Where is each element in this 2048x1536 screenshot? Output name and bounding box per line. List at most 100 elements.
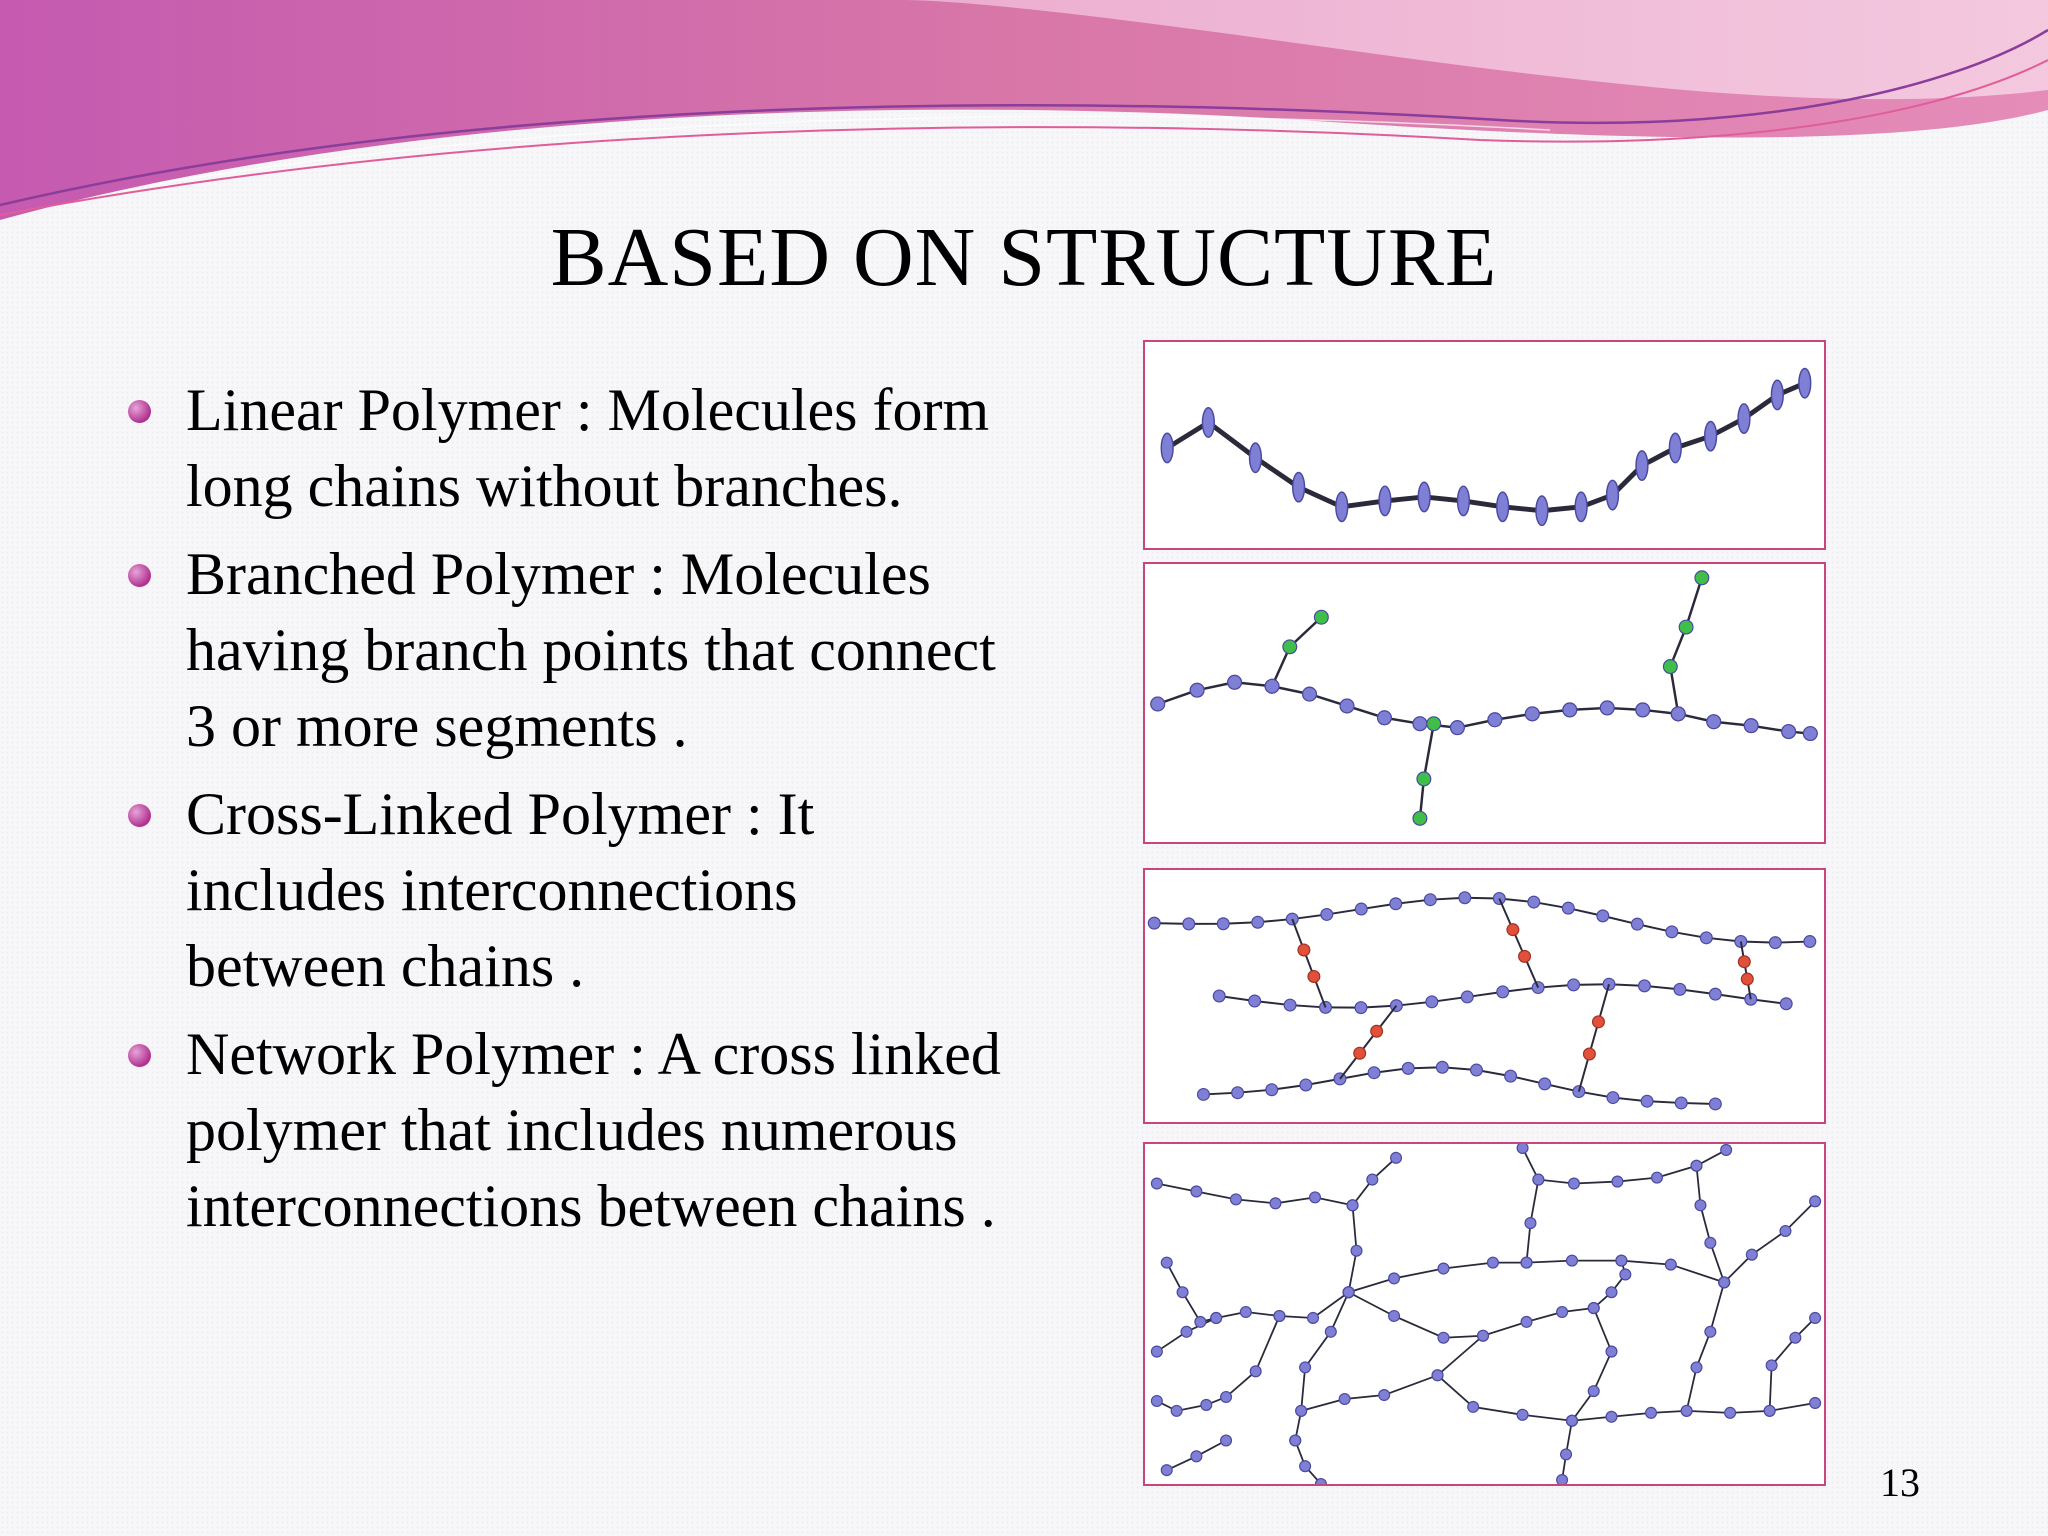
monomer-bead xyxy=(1737,403,1751,434)
monomer-bead xyxy=(1376,710,1392,726)
slide-title: BASED ON STRUCTURE xyxy=(550,211,1498,304)
crosslink-bond xyxy=(1498,898,1540,988)
monomer-bead xyxy=(1417,481,1431,513)
monomer-bead xyxy=(1147,916,1161,930)
monomer-bead xyxy=(1194,1315,1207,1328)
monomer-bead xyxy=(1476,1329,1490,1342)
monomer-bead xyxy=(1635,702,1651,718)
monomer-bead xyxy=(1567,1177,1580,1190)
monomer-bead xyxy=(1295,1404,1308,1417)
monomer-bead xyxy=(1664,1258,1677,1271)
monomer-bead xyxy=(1378,485,1392,517)
monomer-bead xyxy=(1718,1276,1731,1289)
monomer-bead xyxy=(1524,1217,1537,1230)
monomer-bead xyxy=(1560,1448,1573,1461)
page-number: 13 xyxy=(1880,1460,1920,1505)
bond-line xyxy=(1436,1374,1816,1422)
crosslink-bead xyxy=(1591,1015,1605,1029)
monomer-bead xyxy=(1572,1085,1586,1099)
monomer-bead xyxy=(1789,1331,1802,1344)
monomer-bead xyxy=(1561,901,1575,915)
crosslink-bond xyxy=(1577,983,1610,1092)
monomer-bead xyxy=(1587,1302,1600,1315)
monomer-bead xyxy=(1320,907,1334,921)
monomer-bead xyxy=(1367,1066,1381,1080)
monomer-bead xyxy=(1487,712,1503,728)
monomer-bead xyxy=(1724,1406,1737,1419)
monomer-bead xyxy=(1338,1392,1351,1406)
monomer-bead xyxy=(1269,1197,1282,1210)
bond-line xyxy=(1203,1066,1716,1105)
monomer-bead xyxy=(1416,771,1432,787)
monomer-bead xyxy=(1802,726,1818,742)
bullet-text: Linear Polymer : Molecules form long cha… xyxy=(186,377,990,519)
monomer-bead xyxy=(1809,1311,1822,1324)
bond-line xyxy=(1768,1317,1816,1411)
monomer-bead xyxy=(1378,1389,1391,1402)
monomer-bead xyxy=(1467,1400,1480,1413)
linear-polymer-svg xyxy=(1160,367,1812,527)
bullet-text: Cross-Linked Polymer : It includes inter… xyxy=(186,781,815,999)
bond-line xyxy=(1418,723,1435,819)
monomer-bead xyxy=(1770,379,1784,411)
monomer-bead xyxy=(1227,674,1243,690)
monomer-bead xyxy=(1150,696,1166,712)
monomer-bead xyxy=(1743,718,1759,734)
monomer-bead xyxy=(1496,985,1510,999)
monomer-bead xyxy=(1435,1060,1449,1074)
monomer-bead xyxy=(1354,1001,1368,1015)
monomer-bead xyxy=(1282,639,1298,655)
monomer-bead xyxy=(1650,1171,1663,1184)
monomer-bead xyxy=(1768,936,1782,950)
monomer-bead xyxy=(1220,1434,1233,1447)
monomer-bead xyxy=(1388,1272,1401,1285)
monomer-bead xyxy=(1779,1224,1792,1238)
monomer-bead xyxy=(1745,1248,1758,1261)
crosslink-bond xyxy=(1339,1005,1398,1080)
monomer-bead xyxy=(1231,1086,1245,1100)
monomer-bead xyxy=(1720,1144,1733,1156)
monomer-bead xyxy=(1248,442,1263,474)
monomer-bead xyxy=(1516,1408,1529,1421)
bond-line xyxy=(1571,1307,1613,1422)
monomer-bead xyxy=(1229,1193,1242,1206)
monomer-bead xyxy=(1674,1096,1688,1110)
monomer-bead xyxy=(1201,406,1215,438)
monomer-bead xyxy=(1388,1309,1401,1323)
monomer-bead xyxy=(1299,1460,1312,1473)
bullet-text: Network Polymer : A cross linked polymer… xyxy=(186,1021,1001,1239)
crosslink-bead xyxy=(1737,955,1751,969)
monomer-bead xyxy=(1809,1195,1822,1208)
monomer-bead xyxy=(1314,1477,1327,1484)
monomer-bead xyxy=(1520,1256,1533,1269)
monomer-bead xyxy=(1249,1365,1262,1378)
monomer-bead xyxy=(1690,1159,1703,1172)
monomer-bead xyxy=(1708,987,1722,1001)
monomer-bead xyxy=(1556,1474,1569,1484)
monomer-bead xyxy=(1619,1268,1632,1281)
monomer-bead xyxy=(1150,1394,1163,1408)
bond-line xyxy=(1348,1260,1627,1339)
branched-polymer-diagram xyxy=(1143,562,1826,844)
branched-polymer-svg xyxy=(1150,570,1818,826)
monomer-bead xyxy=(1220,1390,1233,1404)
monomer-bead xyxy=(1212,989,1226,1003)
monomer-bead xyxy=(1437,1331,1450,1344)
monomer-bead xyxy=(1190,1450,1203,1463)
monomer-bead xyxy=(1437,1262,1450,1275)
monomer-bead xyxy=(1319,1000,1333,1014)
monomer-bead xyxy=(1605,479,1620,511)
monomer-bead xyxy=(1496,491,1510,523)
monomer-bead xyxy=(1189,682,1205,698)
monomer-bead xyxy=(1565,1414,1578,1427)
linear-polymer-diagram xyxy=(1143,340,1826,550)
monomer-bead xyxy=(1637,979,1651,993)
monomer-bead xyxy=(1535,495,1549,527)
monomer-bead xyxy=(1302,686,1318,702)
monomer-bead xyxy=(1324,1325,1337,1338)
monomer-bead xyxy=(1390,1151,1403,1164)
monomer-bead xyxy=(1160,1256,1173,1269)
monomer-bead xyxy=(1706,714,1722,730)
monomer-bead xyxy=(1670,706,1686,722)
bond-line xyxy=(1156,1182,1353,1207)
